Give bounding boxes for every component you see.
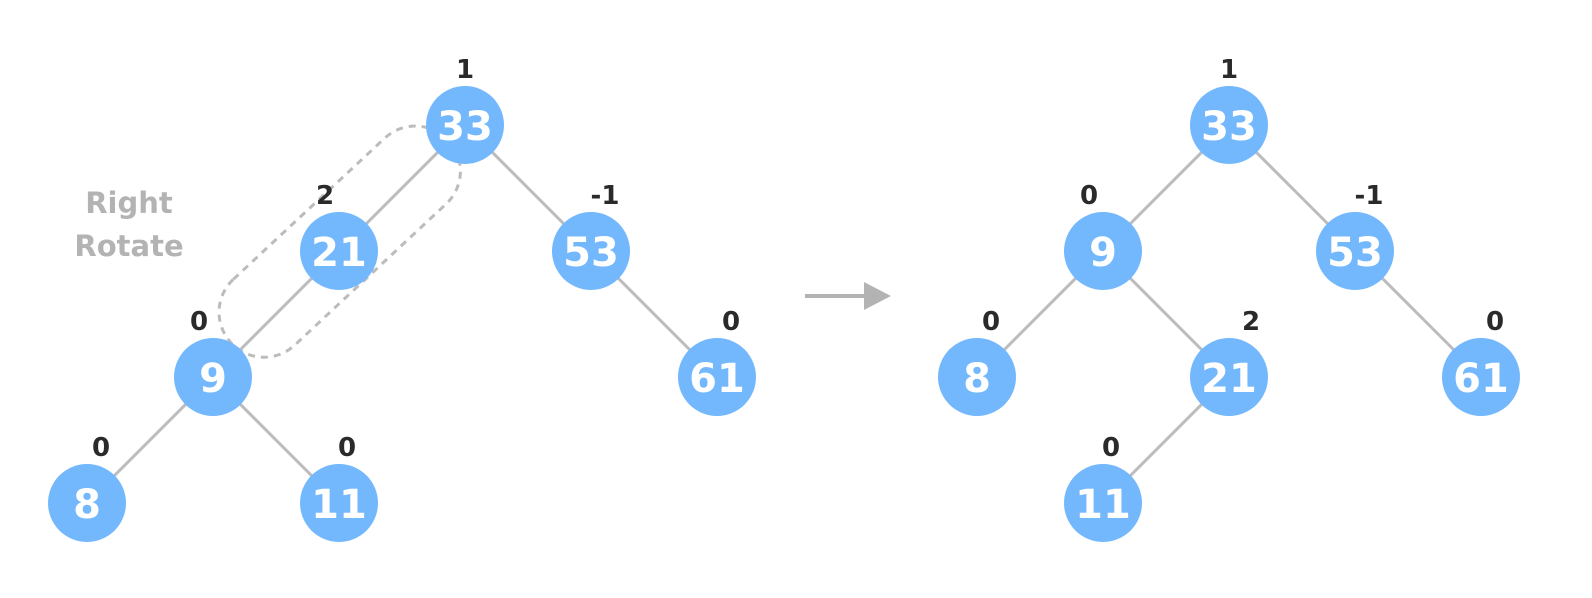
balance-factor: 0: [190, 307, 208, 337]
tree-node: 9 0: [1064, 181, 1142, 290]
tree-node: 61 0: [678, 307, 756, 416]
node-circle: [678, 338, 756, 416]
node-key: 11: [1075, 482, 1131, 528]
tree-node: 53 -1: [552, 181, 630, 290]
balance-factor: 0: [92, 433, 110, 463]
balance-factor: 0: [338, 433, 356, 463]
node-key: 21: [1201, 356, 1257, 402]
balance-factor: 0: [1486, 307, 1504, 337]
balance-factor: -1: [1355, 181, 1384, 211]
node-circle: [938, 338, 1016, 416]
node-circle: [552, 212, 630, 290]
node-key: 53: [1327, 230, 1383, 276]
node-key: 9: [199, 356, 227, 402]
balance-factor: 2: [316, 181, 334, 211]
node-key: 53: [563, 230, 619, 276]
tree-node: 11 0: [1064, 433, 1142, 542]
balance-factor: 0: [1080, 181, 1098, 211]
balance-factor: -1: [591, 181, 620, 211]
tree-node: 33 1: [1190, 55, 1268, 164]
tree-node: 8 0: [48, 433, 126, 542]
balance-factor: 1: [456, 55, 474, 85]
after-tree: 33 1 9 0 53 -1 8 0 21 2 61 0: [938, 55, 1520, 542]
before-edges: [85, 123, 719, 505]
transform-arrow-icon: [805, 282, 891, 310]
tree-node: 8 0: [938, 307, 1016, 416]
node-key: 8: [963, 356, 991, 402]
balance-factor: 0: [1102, 433, 1120, 463]
node-key: 61: [1453, 356, 1509, 402]
node-key: 21: [311, 230, 367, 276]
tree-node: 61 0: [1442, 307, 1520, 416]
node-key: 33: [437, 104, 493, 150]
tree-node: 33 1: [426, 55, 504, 164]
node-circle: [1064, 464, 1142, 542]
node-circle: [300, 212, 378, 290]
node-circle: [1316, 212, 1394, 290]
after-edges: [975, 123, 1483, 505]
node-circle: [1442, 338, 1520, 416]
node-circle: [1064, 212, 1142, 290]
balance-factor: 0: [722, 307, 740, 337]
before-tree: 33 1 21 2 53 -1 9 0 61 0 8 0: [48, 55, 756, 542]
tree-node: 11 0: [300, 433, 378, 542]
balance-factor: 2: [1242, 307, 1260, 337]
node-key: 33: [1201, 104, 1257, 150]
node-key: 11: [311, 482, 367, 528]
tree-node: 53 -1: [1316, 181, 1394, 290]
node-key: 9: [1089, 230, 1117, 276]
node-circle: [300, 464, 378, 542]
tree-node: 21 2: [1190, 307, 1268, 416]
balance-factor: 0: [982, 307, 1000, 337]
node-circle: [48, 464, 126, 542]
tree-node: 9 0: [174, 307, 252, 416]
node-circle: [1190, 338, 1268, 416]
node-circle: [426, 86, 504, 164]
node-circle: [1190, 86, 1268, 164]
node-circle: [174, 338, 252, 416]
node-key: 61: [689, 356, 745, 402]
operation-label-line1: Right: [85, 186, 173, 220]
tree-node: 21 2: [300, 181, 378, 290]
operation-label-line2: Rotate: [74, 229, 183, 263]
node-key: 8: [73, 482, 101, 528]
balance-factor: 1: [1220, 55, 1238, 85]
